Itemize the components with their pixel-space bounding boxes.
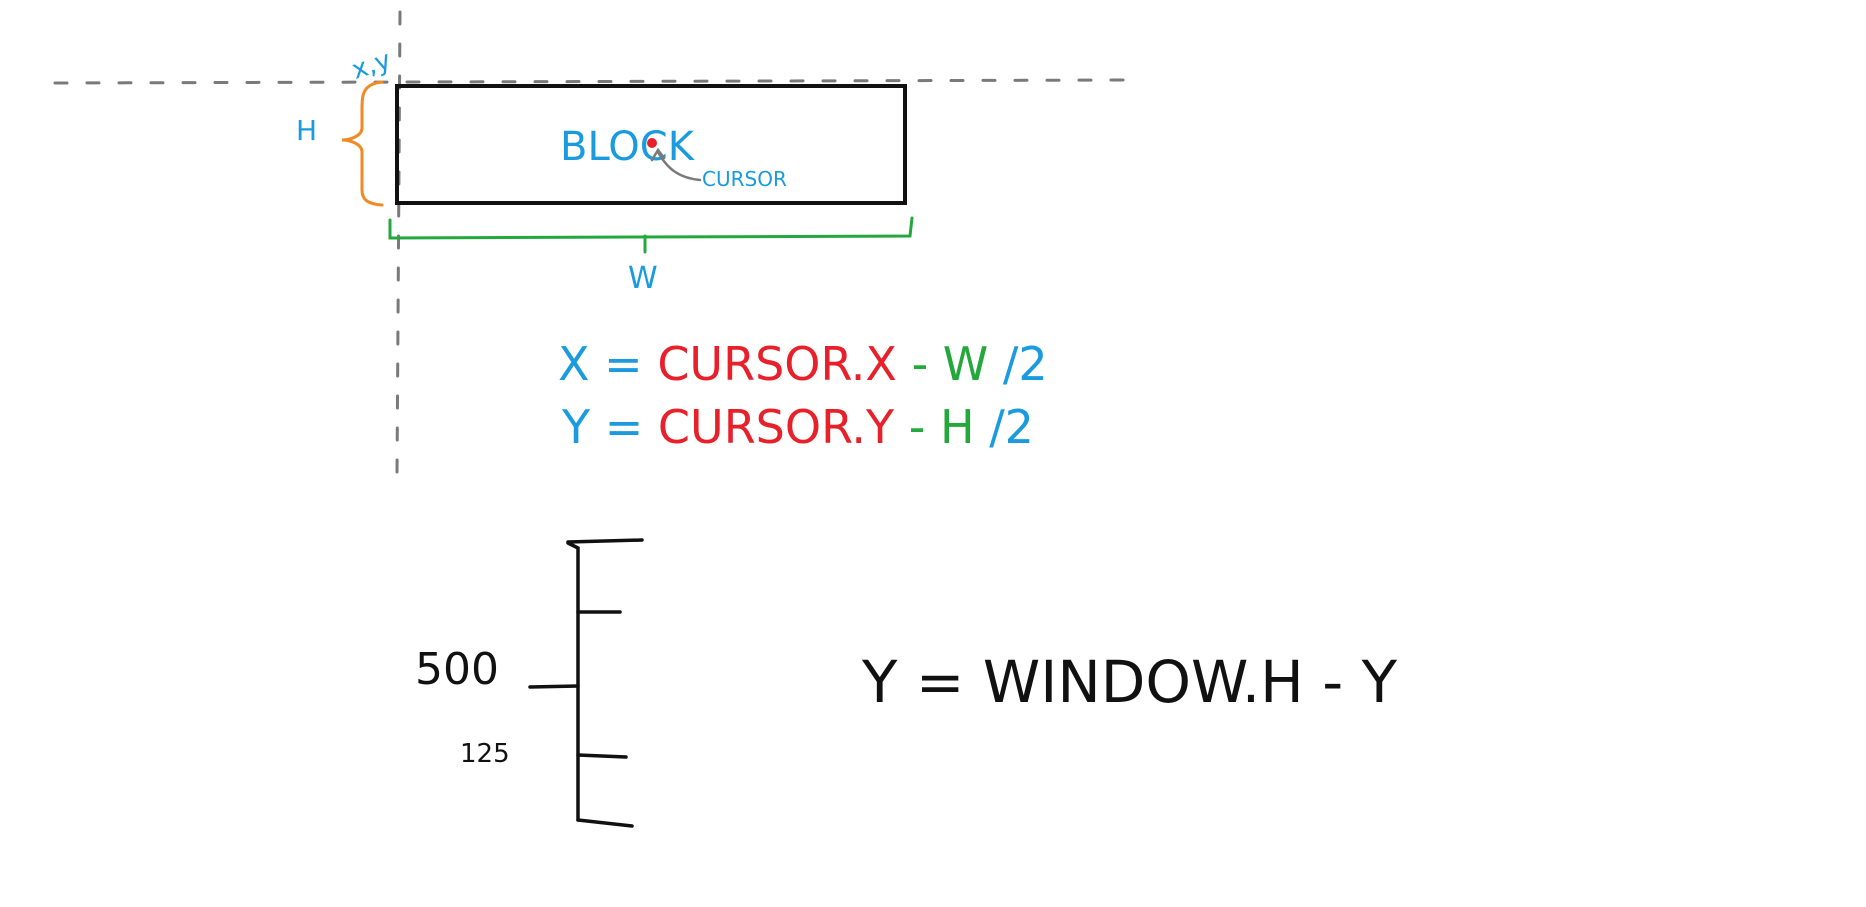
formula-y-eq: = [605,400,644,454]
cursor-label: CURSOR [702,167,787,191]
height-brace [341,80,384,207]
formula-x-minus: - [912,337,929,391]
cursor-dot [647,138,657,148]
formula-y: Y = CURSOR.Y - H /2 [561,400,1034,454]
formula-y-cursor-term: CURSOR.Y [658,400,895,454]
block-label: BLOCK [560,124,696,170]
formula-x-eq: = [604,337,643,391]
formula-x-dim: W [943,337,988,391]
axis-tick-bottom [576,818,634,828]
vertical-guide-line [395,10,402,477]
width-bracket [388,216,914,254]
formula-x: X = CURSOR.X - W /2 [558,337,1048,391]
axis-tick-label-125: 125 [460,739,510,769]
formula-y-lhs: Y [561,400,591,454]
formula-y-dim: H [940,400,975,454]
svg-text:X = CURSOR.X: X = CURSOR.X - W /2 [558,337,1048,391]
svg-text:Y = CURSOR.Y: Y = CURSOR.Y - H /2 [561,400,1034,454]
axis-line [566,541,580,822]
vertical-axis [528,538,644,828]
formula-y-divisor: /2 [989,400,1034,454]
formula-x-cursor-term: CURSOR.X [657,337,897,391]
width-label: W [628,261,658,296]
axis-tick-125 [576,753,628,759]
axis-tick-500 [528,684,580,689]
flip-formula: Y = WINDOW.H - Y [861,648,1398,716]
guide-lines [53,10,1132,477]
cursor-arrow [650,147,702,182]
axis-tick-label-500: 500 [415,644,499,695]
formula-x-lhs: X [558,337,590,391]
axis-tick-top [566,538,644,544]
block-rectangle [395,84,907,205]
formula-y-minus: - [909,400,926,454]
formula-x-divisor: /2 [1003,337,1048,391]
height-label: H [296,114,317,147]
horizontal-guide-line [53,78,1132,85]
origin-label: x,y [348,45,394,86]
